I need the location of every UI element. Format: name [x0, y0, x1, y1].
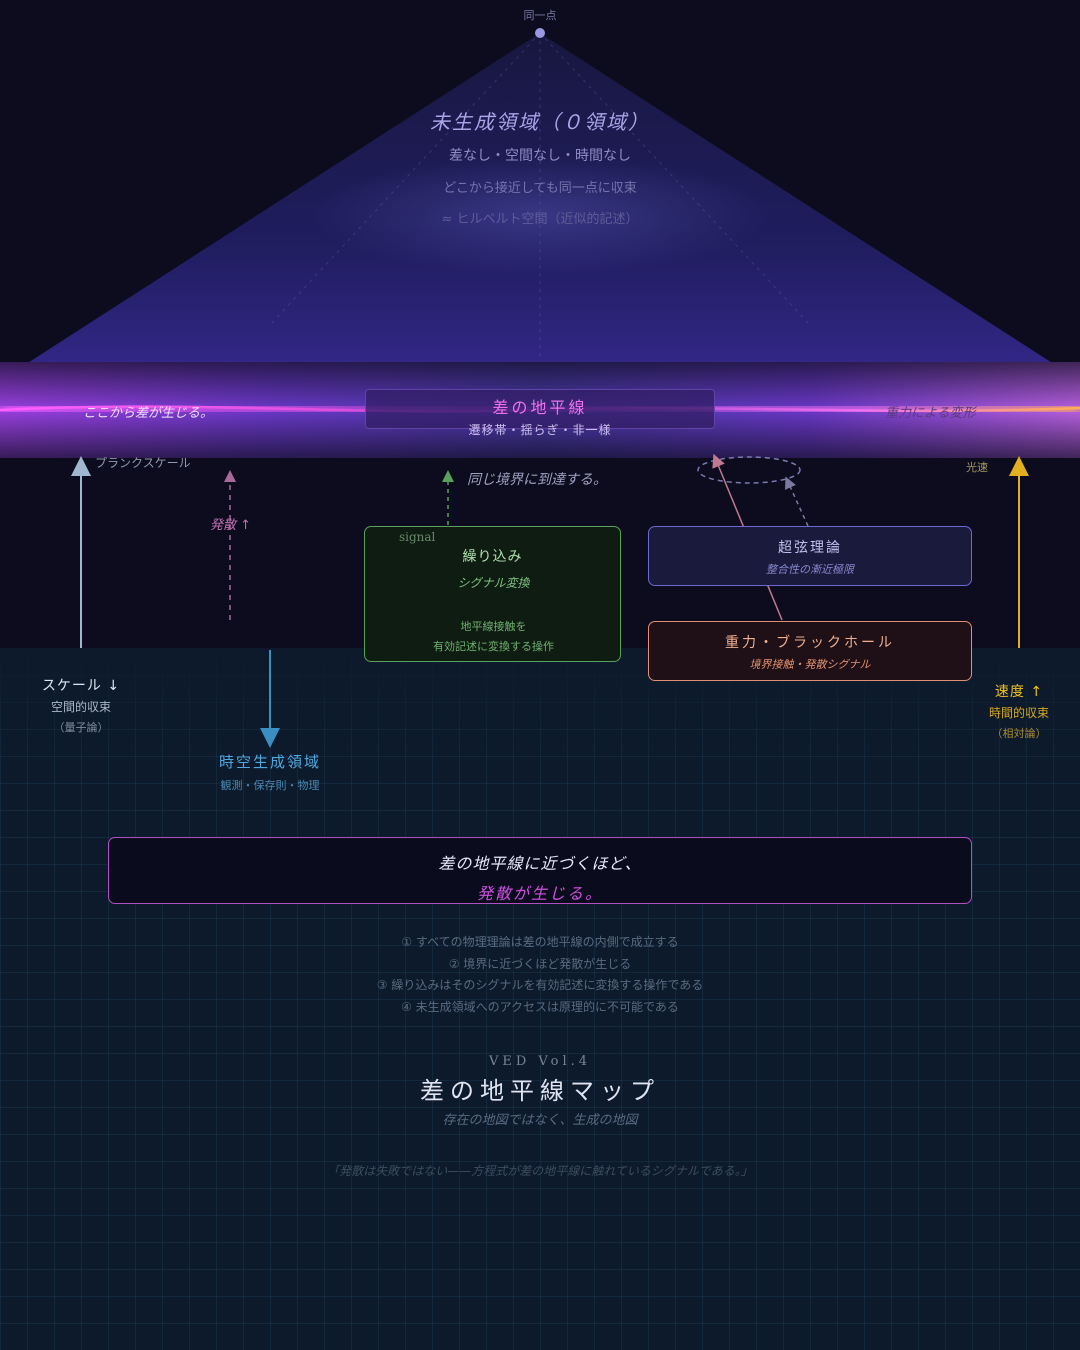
speed-line-1: 時間的収束: [988, 706, 1049, 720]
string-theory-subtitle: 整合性の漸近極限: [766, 563, 854, 576]
spacetime-title: 時空生成領域: [218, 753, 321, 771]
horizon-title: 差の地平線: [492, 398, 588, 417]
statement-box: 差の地平線に近づくほど、 発散が生じる。: [108, 837, 972, 904]
renormalization-box: signal 繰り込み シグナル変換 地平線接触を 有効記述に変換する操作: [364, 526, 621, 662]
cone-guide-right: [539, 32, 811, 326]
principles-list: ① すべての物理理論は差の地平線の内側で成立する ② 境界に近づくほど発散が生じ…: [240, 932, 840, 1019]
principle-item: ① すべての物理理論は差の地平線の内側で成立する: [401, 935, 679, 949]
gravity-subtitle: 境界接触・発散シグナル: [749, 658, 871, 671]
string-arrow: [785, 476, 809, 527]
spacetime-grid-background: [0, 648, 1080, 1350]
footer-volume: VED Vol.4: [488, 1054, 591, 1069]
divergence-label: 発散 ↑: [210, 518, 252, 533]
same-boundary-label: 同じ境界に到達する。: [467, 472, 607, 488]
spacetime-label-group: 時空生成領域 観測・保存則・物理: [190, 751, 350, 793]
horizon-subtitle: 遷移帯・揺らぎ・非一様: [468, 423, 612, 437]
footer: VED Vol.4 差の地平線マップ 存在の地図ではなく、生成の地図: [240, 1054, 840, 1128]
speed-label-group: 速度 ↑ 時間的収束 （相対論）: [959, 681, 1079, 741]
renormalization-subtitle: シグナル変換: [457, 576, 530, 590]
ungenerated-line-2: どこから接近しても同一点に収束: [443, 181, 637, 196]
contact-ellipse: [697, 456, 801, 484]
string-theory-title: 超弦理論: [778, 540, 842, 556]
statement-line-2: 発散が生じる。: [476, 884, 603, 903]
spacetime-subtitle: 観測・保存則・物理: [220, 779, 320, 792]
ungenerated-line-1: 差なし・空間なし・時間なし: [449, 148, 631, 164]
ungenerated-title: 未生成領域（０領域）: [430, 110, 650, 134]
principle-item: ④ 未生成領域へのアクセスは原理的に不可能である: [401, 1000, 679, 1015]
string-theory-box: 超弦理論 整合性の漸近極限: [648, 526, 972, 586]
speed-title: 速度 ↑: [994, 684, 1044, 700]
principle-item: ② 境界に近づくほど発散が生じる: [448, 956, 632, 971]
renormalization-line-1: 地平線接触を: [460, 620, 527, 633]
scale-line-2: （量子論）: [53, 721, 109, 734]
horizon-left-caption: ここから差が生じる。: [83, 406, 214, 421]
same-point-label: 同一点: [523, 9, 557, 22]
footer-subtitle: 存在の地図ではなく、生成の地図: [442, 1113, 638, 1128]
same-point-dot: [535, 28, 545, 38]
footer-quote: 「発散は失敗ではない——方程式が差の地平線に触れているシグナルである。」: [327, 1164, 753, 1178]
horizon-title-box: 差の地平線 遷移帯・揺らぎ・非一様: [365, 389, 715, 437]
renormalization-title: 繰り込み: [462, 549, 523, 565]
signal-label: signal: [399, 530, 436, 544]
ungenerated-text: 未生成領域（０領域） 差なし・空間なし・時間なし どこから接近しても同一点に収束…: [340, 106, 740, 227]
footer-title: 差の地平線マップ: [420, 1077, 660, 1105]
light-speed-label: 光速: [966, 461, 988, 474]
planck-scale-label: プランクスケール: [95, 456, 191, 470]
renormalization-line-2: 有効記述に変換する操作: [433, 640, 554, 653]
statement-line-1: 差の地平線に近づくほど、: [438, 854, 642, 873]
horizon-right-caption: 重力による変形: [885, 406, 976, 421]
principle-item: ③ 繰り込みはそのシグナルを有効記述に変換する操作である: [376, 978, 704, 993]
scale-label-group: スケール ↓ 空間的収束 （量子論）: [21, 675, 141, 735]
scale-title: スケール ↓: [41, 678, 121, 694]
cone-guide-left: [269, 32, 541, 326]
ungenerated-ellipse: [310, 155, 770, 275]
speed-line-2: （相対論）: [991, 727, 1047, 740]
gravity-title: 重力・ブラックホール: [725, 635, 895, 651]
scale-line-1: 空間的収束: [50, 700, 111, 714]
gravity-box: 重力・ブラックホール 境界接触・発散シグナル: [648, 621, 972, 681]
ungenerated-line-3: ≈ ヒルベルト空間（近似的記述）: [441, 212, 639, 227]
